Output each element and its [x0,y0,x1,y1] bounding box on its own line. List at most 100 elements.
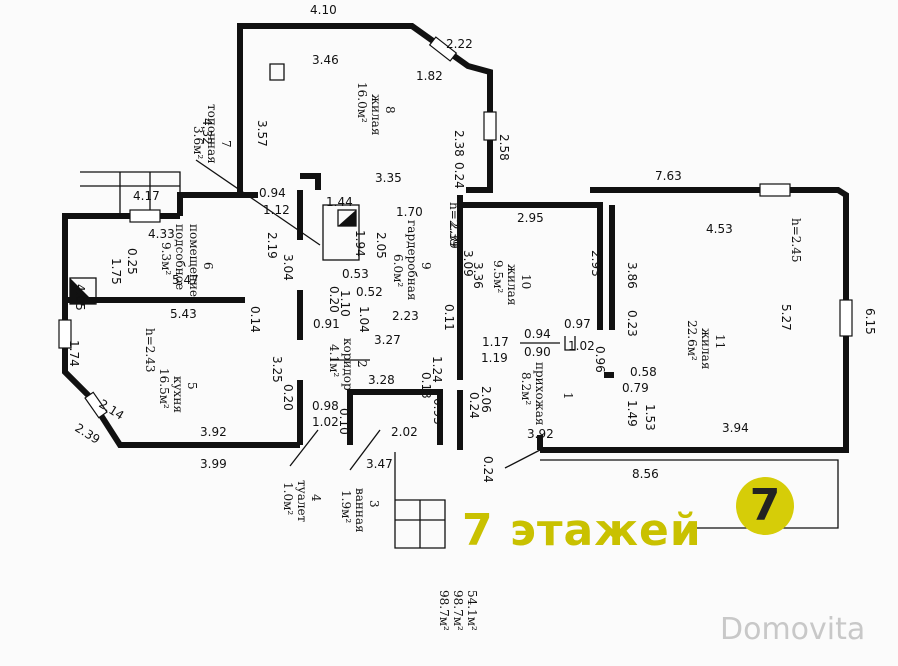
svg-text:22.6м²: 22.6м² [685,320,699,361]
dim-label: 3.27 [374,333,401,347]
leaders [195,159,541,471]
svg-text:9.5м²: 9.5м² [491,260,505,293]
dim-label: 2.19 [265,232,279,259]
dimension-labels: 4.10 2.22 3.46 1.82 4.32 3.57 2.38 2.58 … [67,3,877,483]
room-10: 10 жилая 9.5м² [491,260,533,305]
dim-label: 2.95 [517,211,544,225]
dim-label: 1.24 [430,356,444,383]
dim-label: 6.15 [863,308,877,335]
dim-label: 3.86 [625,262,639,289]
svg-text:h=2.43: h=2.43 [143,328,157,373]
dim-label: 3.92 [200,425,227,439]
dim-label: 3.28 [368,373,395,387]
room-11-height: h=2.45 [789,218,803,263]
svg-text:жилая: жилая [505,264,519,305]
dim-label: 3.09 [461,250,475,277]
dim-label: 1.44 [326,195,353,209]
svg-text:16.0м²: 16.0м² [355,82,369,123]
room-8: 8 жилая 16.0м² [355,82,397,135]
dim-label: 2.38 [452,130,466,157]
svg-text:6.0м²: 6.0м² [391,254,405,287]
dim-label: 2.02 [391,425,418,439]
dim-label: 3.94 [722,421,749,435]
svg-text:11: 11 [713,334,727,349]
svg-text:гардеробная: гардеробная [405,220,419,300]
dim-label: 4.32 [200,118,214,145]
dim-label: 3.99 [200,457,227,471]
dim-label: 1.53 [643,404,657,431]
svg-text:подсобное: подсобное [173,224,187,290]
room-labels: 8 жилая 16.0м² 7 топочная 3.6м² 6 подсоб… [143,82,803,533]
svg-text:h=2.45: h=2.45 [789,218,803,263]
dim-label: 0.93 [431,398,445,425]
svg-text:коридор: коридор [341,338,355,391]
dim-label: 3.46 [312,53,339,67]
dim-label: 0.24 [452,162,466,189]
room-4: 4 туалет 1.0м² [281,480,323,523]
dim-label: 4.05 [73,284,87,311]
dim-label: 0.96 [593,346,607,373]
dim-label: 0.52 [356,285,383,299]
room-2: 2 коридор 4.1м² [327,338,369,391]
floors-banner: 7 этажей [462,505,702,556]
dim-label: 3.35 [375,171,402,185]
dim-label: 3.36 [471,262,485,289]
area-totals: 54.1м² 98.7м² 98.7м² [437,590,479,631]
windows [58,36,853,419]
svg-text:98.7м²: 98.7м² [437,590,451,631]
dim-label: 0.10 [337,408,351,435]
room-5-height: h=2.43 [143,328,157,373]
walls [62,23,849,453]
dim-label: 1.94 [353,230,367,257]
svg-text:h=2.39: h=2.39 [447,202,461,247]
svg-text:туалет: туалет [295,480,309,523]
svg-text:1: 1 [561,392,575,400]
svg-text:жилая: жилая [699,328,713,369]
dim-label: 3.25 [270,356,284,383]
dim-label: 1.04 [357,306,371,333]
dim-label: 8.56 [632,467,659,481]
svg-text:98.7м²: 98.7м² [451,590,465,631]
fittings [69,63,839,549]
dim-label: 1.82 [416,69,443,83]
dim-label: 0.11 [442,304,456,331]
room-1: 1 прихожая 8.2м² [519,362,575,425]
dim-label: 3.92 [527,427,554,441]
dim-label: 0.90 [524,345,551,359]
dim-label: 1.19 [481,351,508,365]
dim-label: 1.17 [482,335,509,349]
dim-label: 4.10 [310,3,337,17]
svg-text:54.1м²: 54.1м² [465,590,479,631]
svg-text:9.3м²: 9.3м² [159,242,173,275]
svg-text:топочная: топочная [205,104,219,164]
dim-label: 4.17 [133,189,160,203]
svg-text:1.0м²: 1.0м² [281,482,295,515]
dim-label: 0.94 [524,327,551,341]
room-11: 11 жилая 22.6м² [685,320,727,369]
svg-text:жилая: жилая [369,94,383,135]
svg-text:16.5м²: 16.5м² [157,368,171,409]
svg-text:4.1м²: 4.1м² [327,344,341,377]
dim-label: 0.97 [564,317,591,331]
dim-label: 0.53 [342,267,369,281]
svg-text:9: 9 [419,262,433,270]
dim-label: 7.63 [655,169,682,183]
svg-text:ванная: ванная [353,488,367,533]
dim-label: 3.57 [255,120,269,147]
dim-label: 5.47 [172,273,199,287]
dim-label: 1.74 [67,340,81,367]
dim-label: 1.75 [109,258,123,285]
dim-label: 2.22 [446,37,473,51]
svg-text:2: 2 [355,360,369,368]
room-3: 3 ванная 1.9м² [339,488,381,533]
dim-label: 0.20 [281,384,295,411]
dim-label: 0.24 [467,392,481,419]
dim-label: 4.53 [706,222,733,236]
dim-label: 0.20 [327,286,341,313]
floors-badge-number: 7 [749,480,781,531]
svg-text:3.6м²: 3.6м² [191,126,205,159]
svg-text:3: 3 [367,500,381,508]
dim-label: 0.94 [259,186,286,200]
